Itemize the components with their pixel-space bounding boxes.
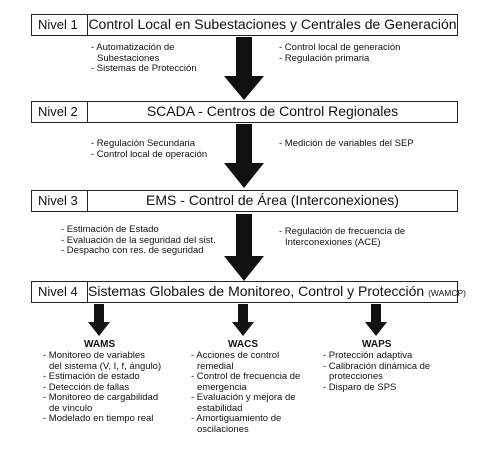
list-item: - Sistemas de Protección [91,63,197,74]
level-2-left-list: - Regulación Secundaria - Control local … [91,138,208,160]
list-item: - Monitoreo de cargabilidad [43,392,159,403]
wams-title: WAMS [84,339,116,350]
level-2-number: Nivel 2 [32,102,88,122]
level-4-title-text: Sistemas Globales de Monitoreo, Control … [88,283,425,299]
arrow-to-wacs [232,304,254,336]
list-item: emergencia [197,381,247,393]
list-item: - Acciones de control [191,350,280,361]
list-item: oscilaciones [197,423,249,435]
list-item: Interconexiones (ACE) [285,236,381,248]
list-item: - Medición de variables del SEP [279,138,414,149]
list-item: de vínculo [49,402,93,414]
level-4-title: Sistemas Globales de Monitoreo, Control … [88,282,466,302]
level-1-left-list: - Automatización de Subestaciones - Sist… [91,42,197,75]
level-3-number: Nivel 3 [32,191,88,211]
arrow-level2-to-level3 [224,124,264,188]
level-2-box: Nivel 2 SCADA - Centros de Control Regio… [31,101,458,123]
level-3-title: EMS - Control de Área (Interconexiones) [146,192,399,208]
list-item: protecciones [329,371,383,382]
list-item: - Control de frecuencia de [191,371,301,382]
wacs-list: - Acciones de control remedial - Control… [191,350,301,435]
wacs-title: WACS [228,339,258,350]
level-3-left-list: - Estimación de Estado - Evaluación de l… [61,224,216,257]
list-item: estabilidad [197,402,243,414]
level-3-box: Nivel 3 EMS - Control de Área (Intercone… [31,190,458,212]
list-item: - Estimación de estado [43,371,140,382]
level-4-number: Nivel 4 [32,282,88,302]
level-2-right-list: - Medición de variables del SEP [279,138,414,150]
list-item: - Disparo de SPS [323,381,397,393]
level-3-right-list: - Regulación de frecuencia de Interconex… [279,226,406,248]
list-item: - Calibración dinámica de [323,360,431,372]
list-item: del sistema (V, I, f, ángulo) [49,360,162,372]
level-1-number: Nivel 1 [32,15,88,35]
level-2-title: SCADA - Centros de Control Regionales [146,103,399,119]
list-item: Subestaciones [97,52,160,64]
list-item: - Monitoreo de variables [43,350,145,361]
list-item: - Detección de fallas [43,381,130,393]
arrow-to-wams [88,304,110,336]
level-4-title-suffix: (WAMCP) [428,288,466,298]
list-item: - Evaluación de la seguridad del sist. [61,234,216,246]
list-item: - Regulación primaria [279,52,370,64]
arrow-level3-to-level4 [224,214,264,281]
level-1-right-list: - Control local de generación - Regulaci… [279,42,401,64]
arrow-level1-to-level2 [224,37,264,100]
list-item: - Regulación de frecuencia de [279,226,406,237]
list-item: - Estimación de Estado [61,224,159,235]
list-item: - Evaluación y mejora de [191,392,296,403]
list-item: - Regulación Secundaria [91,138,196,149]
list-item: - Modelado en tiempo real [43,413,154,424]
list-item: - Control local de operación [91,148,208,160]
list-item: - Despacho con res. de seguridad [61,245,204,256]
level-4-box: Nivel 4 Sistemas Globales de Monitoreo, … [31,281,466,303]
waps-list: - Protección adaptiva - Calibración diná… [323,350,431,393]
list-item: remedial [197,360,234,372]
list-item: - Automatización de [91,42,175,53]
list-item: - Amortiguamiento de [191,413,282,424]
arrow-to-waps [365,304,387,336]
waps-title: WAPS [362,339,392,350]
wams-list: - Monitoreo de variables del sistema (V,… [43,350,162,425]
level-1-title: Control Local en Subestaciones y Central… [88,16,457,32]
level-1-box: Nivel 1 Control Local en Subestaciones y… [31,14,458,36]
list-item: - Protección adaptiva [323,350,413,361]
list-item: - Control local de generación [279,42,401,53]
